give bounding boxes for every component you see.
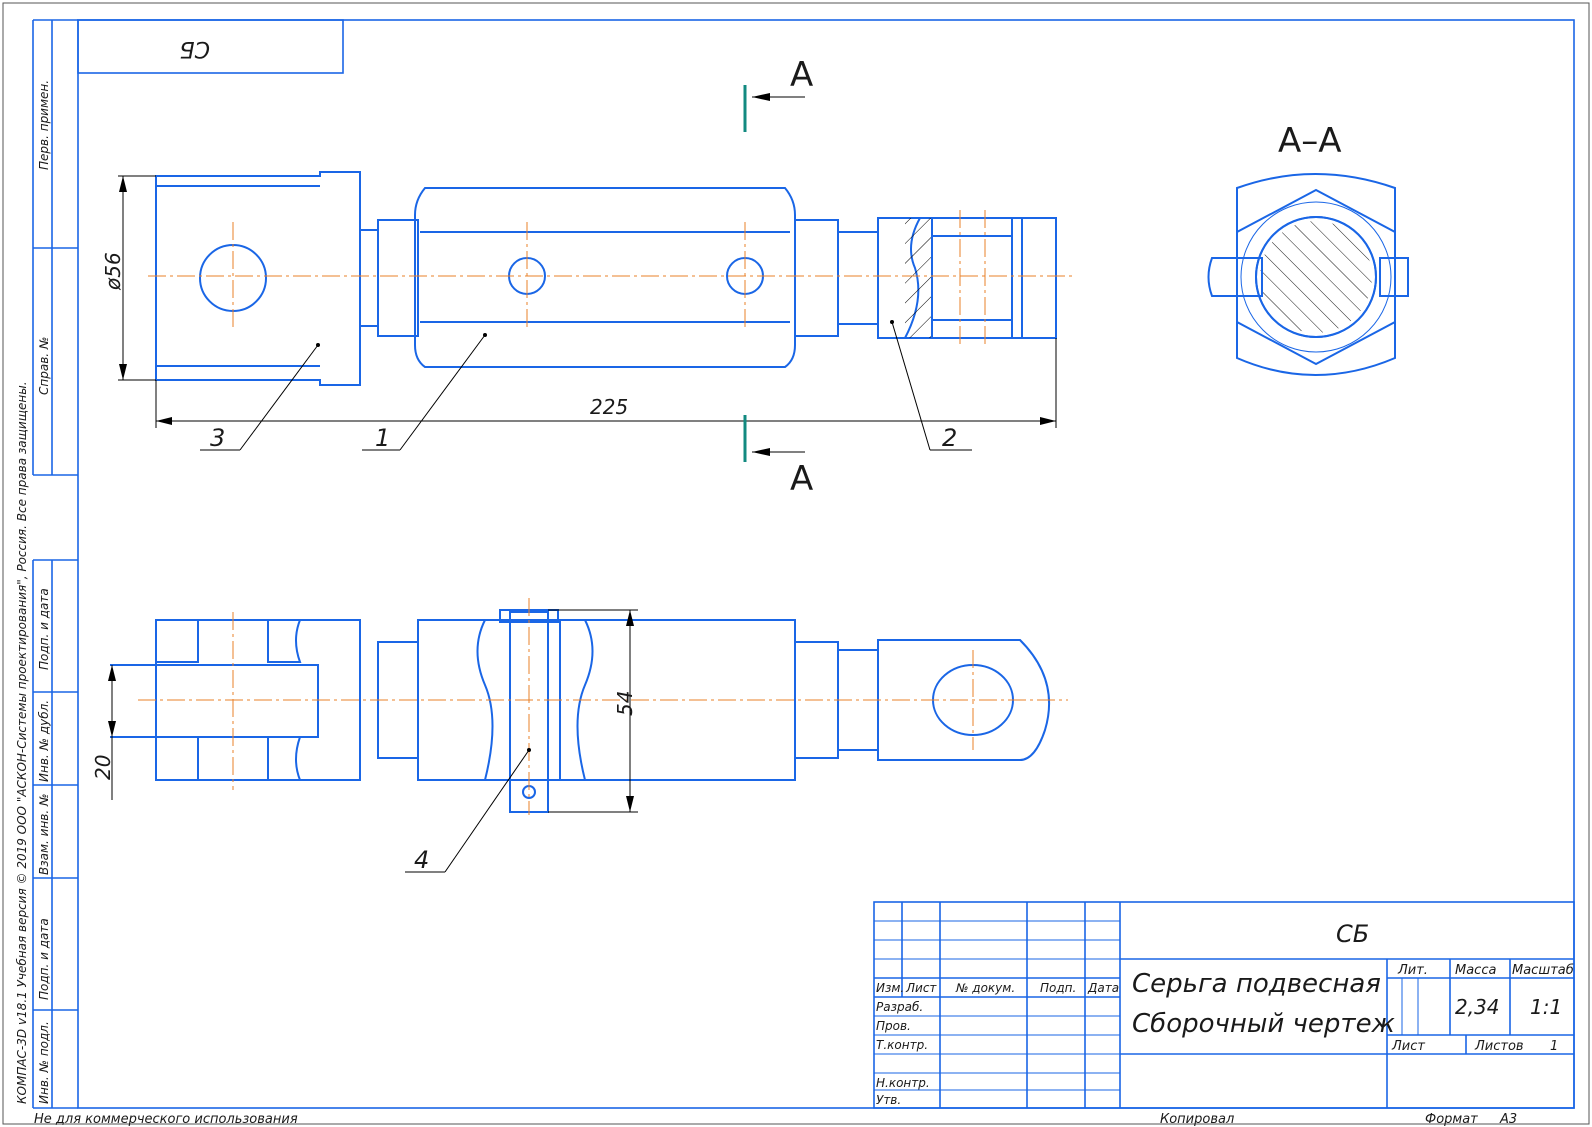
side-label-perv: Перв. примен. [37, 80, 51, 170]
tb-col-date: Дата [1087, 981, 1119, 995]
tb-sheets-count: 1 [1550, 1039, 1558, 1054]
dims-bottom [108, 609, 638, 873]
footer-format: А3 [1499, 1112, 1517, 1127]
vertical-copyright: КОМПАС-3D v18.1 Учебная версия © 2019 ОО… [15, 381, 29, 1104]
side-strip [32, 19, 78, 1109]
top-stamp-text: СБ [180, 36, 210, 61]
tb-sheet: Лист [1391, 1039, 1425, 1054]
top-stamp-box [77, 19, 344, 74]
tb-row-nkontr: Н.контр. [876, 1076, 930, 1090]
side-label-podp2: Подп. и дата [37, 918, 51, 1000]
leader-3: 3 [210, 424, 225, 452]
footer-format-label: Формат [1425, 1112, 1478, 1127]
section-mark-top: А [790, 55, 813, 95]
dim-slot: 20 [91, 755, 115, 780]
tb-designation: СБ [1336, 920, 1369, 948]
side-label-podp1: Подп. и дата [37, 588, 51, 670]
side-label-dubl: Инв. № дубл. [37, 700, 51, 782]
section-view [1207, 173, 1409, 376]
tb-row-utv: Утв. [876, 1093, 901, 1107]
section-markers [743, 85, 805, 462]
section-title: А–А [1278, 121, 1342, 161]
tb-row-tkontr: Т.контр. [876, 1038, 928, 1052]
footer-copied: Копировал [1160, 1112, 1234, 1127]
tb-col-podp: Подп. [1040, 981, 1076, 995]
drawing-frame [77, 19, 1575, 1109]
side-label-vzam: Взам. инв. № [37, 794, 51, 875]
leader-1: 1 [375, 424, 390, 452]
tb-col-izm: Изм. [876, 981, 904, 995]
dim-diameter: ø56 [101, 252, 125, 291]
tb-row-prov: Пров. [876, 1019, 911, 1033]
bottom-view [110, 598, 1068, 815]
dim-width: 54 [613, 691, 637, 716]
section-mark-bottom: А [790, 459, 813, 499]
dim-length: 225 [590, 395, 628, 419]
side-label-sprav: Справ. № [37, 337, 51, 395]
top-view [148, 171, 1072, 386]
footer-noncommercial: Не для коммерческого использования [34, 1112, 298, 1127]
tb-name-1: Серьга подвесная [1132, 969, 1381, 999]
tb-scale-label: Масштаб [1512, 963, 1574, 978]
tb-col-list: Лист [905, 981, 937, 995]
leader-2: 2 [942, 424, 957, 452]
tb-sheets: Листов [1474, 1039, 1524, 1054]
title-block [873, 901, 1575, 1109]
leaders-top [200, 320, 972, 451]
tb-col-doc: № докум. [955, 981, 1015, 995]
tb-mass: 2,34 [1455, 995, 1500, 1019]
side-label-inv: Инв. № подл. [37, 1021, 51, 1104]
dims-top [118, 175, 1057, 428]
tb-name-2: Сборочный чертеж [1132, 1009, 1396, 1039]
tb-mass-label: Масса [1455, 963, 1496, 978]
tb-lit: Лит. [1397, 963, 1428, 978]
tb-row-razrab: Разраб. [876, 1000, 923, 1014]
tb-scale: 1:1 [1530, 995, 1562, 1019]
leader-4: 4 [414, 846, 429, 874]
